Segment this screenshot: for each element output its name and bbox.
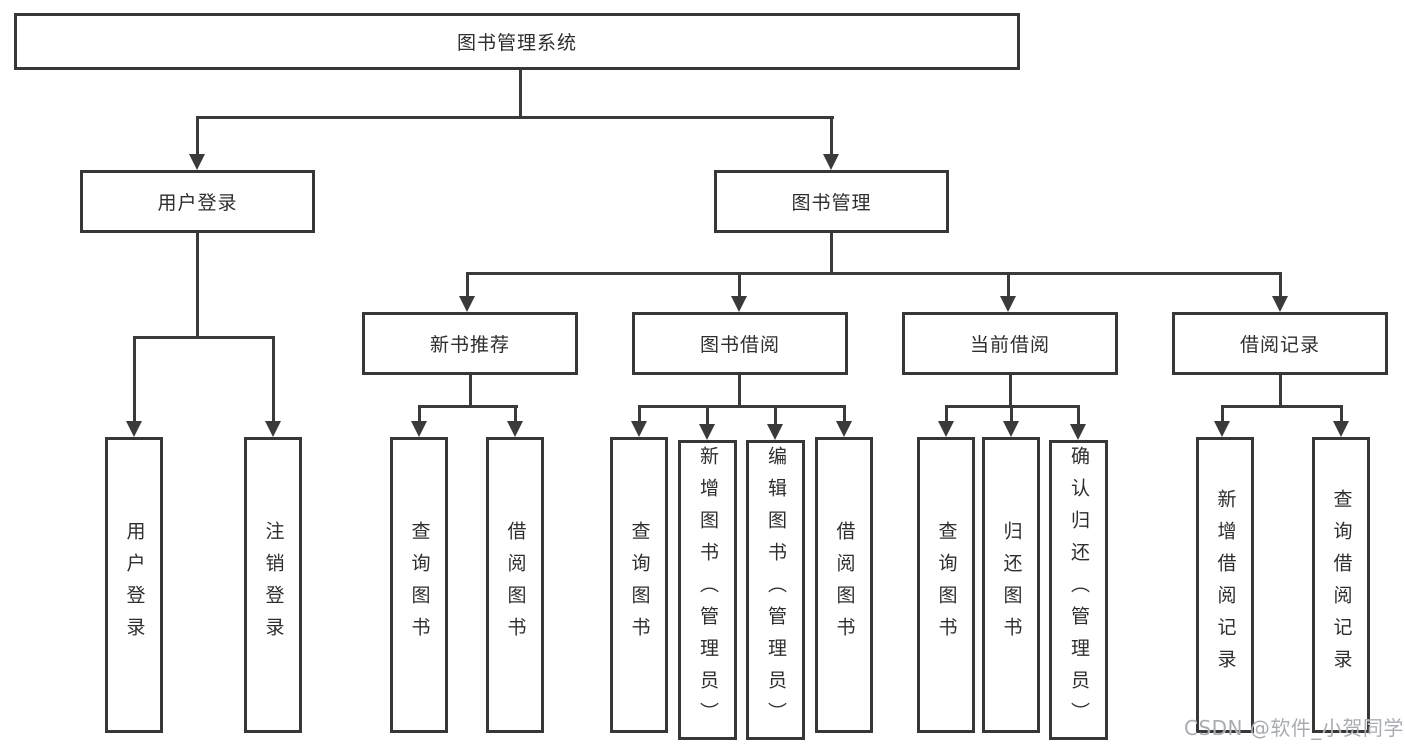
connector-line bbox=[1279, 375, 1282, 408]
node-current-borrow: 当前借阅 bbox=[902, 312, 1118, 375]
arrow-down-icon bbox=[459, 296, 475, 312]
connector-line bbox=[418, 405, 421, 425]
connector-line bbox=[519, 70, 522, 118]
connector-line bbox=[196, 116, 199, 158]
connector-line bbox=[1010, 405, 1013, 425]
node-label: 确认归还（管理员） bbox=[1068, 446, 1090, 734]
arrow-down-icon bbox=[1003, 421, 1019, 437]
node-query-books-borrow: 查询图书 bbox=[610, 437, 668, 733]
node-label: 借阅图书 bbox=[833, 521, 856, 649]
connector-line bbox=[830, 233, 833, 275]
arrow-down-icon bbox=[507, 421, 523, 437]
node-logout-leaf: 注销登录 bbox=[244, 437, 302, 733]
node-edit-books-admin: 编辑图书（管理员） bbox=[746, 440, 805, 740]
connector-line bbox=[706, 405, 709, 425]
node-query-books-current: 查询图书 bbox=[917, 437, 975, 733]
connector-line bbox=[196, 116, 834, 119]
node-query-borrow-record: 查询借阅记录 bbox=[1312, 437, 1370, 733]
node-label: 查询图书 bbox=[935, 521, 958, 649]
connector-line bbox=[1077, 405, 1080, 425]
arrow-down-icon bbox=[265, 421, 281, 437]
node-label: 用户登录 bbox=[123, 521, 146, 649]
connector-line bbox=[774, 405, 777, 425]
connector-line bbox=[1221, 405, 1343, 408]
connector-line bbox=[196, 233, 199, 339]
node-root-library-system: 图书管理系统 bbox=[14, 13, 1020, 70]
node-user-login-leaf: 用户登录 bbox=[105, 437, 163, 733]
node-label: 查询图书 bbox=[408, 521, 431, 649]
connector-line bbox=[272, 336, 275, 424]
connector-line bbox=[1009, 375, 1012, 408]
node-book-borrow: 图书借阅 bbox=[632, 312, 848, 375]
node-confirm-return-admin: 确认归还（管理员） bbox=[1049, 440, 1108, 740]
watermark-text: CSDN @软件_小贺同学 bbox=[1184, 716, 1404, 740]
connector-line bbox=[133, 336, 275, 339]
node-add-borrow-record: 新增借阅记录 bbox=[1196, 437, 1254, 733]
node-label: 新增图书（管理员） bbox=[697, 446, 719, 734]
arrow-down-icon bbox=[823, 154, 839, 170]
node-label: 查询图书 bbox=[628, 521, 651, 649]
arrow-down-icon bbox=[1070, 424, 1086, 440]
arrow-down-icon bbox=[938, 421, 954, 437]
arrow-down-icon bbox=[1214, 421, 1230, 437]
node-borrow-records: 借阅记录 bbox=[1172, 312, 1388, 375]
node-query-books-recommend: 查询图书 bbox=[390, 437, 448, 733]
connector-line bbox=[830, 116, 833, 158]
node-add-books-admin: 新增图书（管理员） bbox=[678, 440, 737, 740]
arrow-down-icon bbox=[631, 421, 647, 437]
arrow-down-icon bbox=[1272, 296, 1288, 312]
connector-line bbox=[738, 375, 741, 408]
connector-line bbox=[638, 405, 641, 425]
connector-line bbox=[418, 405, 518, 408]
connector-line bbox=[1221, 405, 1224, 425]
node-label: 归还图书 bbox=[1000, 521, 1023, 649]
node-label: 编辑图书（管理员） bbox=[765, 446, 787, 734]
connector-line bbox=[638, 405, 846, 408]
connector-line bbox=[945, 405, 948, 425]
arrow-down-icon bbox=[767, 424, 783, 440]
connector-line bbox=[1007, 272, 1010, 298]
connector-line bbox=[738, 272, 741, 298]
connector-line bbox=[466, 272, 1282, 275]
connector-line bbox=[843, 405, 846, 425]
node-book-management: 图书管理 bbox=[714, 170, 949, 233]
arrow-down-icon bbox=[1000, 296, 1016, 312]
node-user-login: 用户登录 bbox=[80, 170, 315, 233]
node-label: 注销登录 bbox=[262, 521, 285, 649]
arrow-down-icon bbox=[189, 154, 205, 170]
node-label: 查询借阅记录 bbox=[1330, 489, 1353, 681]
arrow-down-icon bbox=[1333, 421, 1349, 437]
node-label: 借阅图书 bbox=[504, 521, 527, 649]
connector-line bbox=[1340, 405, 1343, 425]
node-return-books: 归还图书 bbox=[982, 437, 1040, 733]
connector-line bbox=[469, 375, 472, 408]
connector-line bbox=[133, 336, 136, 424]
connector-line bbox=[514, 405, 517, 425]
node-label: 新增借阅记录 bbox=[1214, 489, 1237, 681]
arrow-down-icon bbox=[731, 296, 747, 312]
arrow-down-icon bbox=[699, 424, 715, 440]
arrow-down-icon bbox=[836, 421, 852, 437]
node-new-book-recommend: 新书推荐 bbox=[362, 312, 578, 375]
connector-line bbox=[466, 272, 469, 298]
connector-line bbox=[1279, 272, 1282, 298]
arrow-down-icon bbox=[411, 421, 427, 437]
node-borrow-books-recommend: 借阅图书 bbox=[486, 437, 544, 733]
arrow-down-icon bbox=[126, 421, 142, 437]
node-borrow-books-leaf: 借阅图书 bbox=[815, 437, 873, 733]
